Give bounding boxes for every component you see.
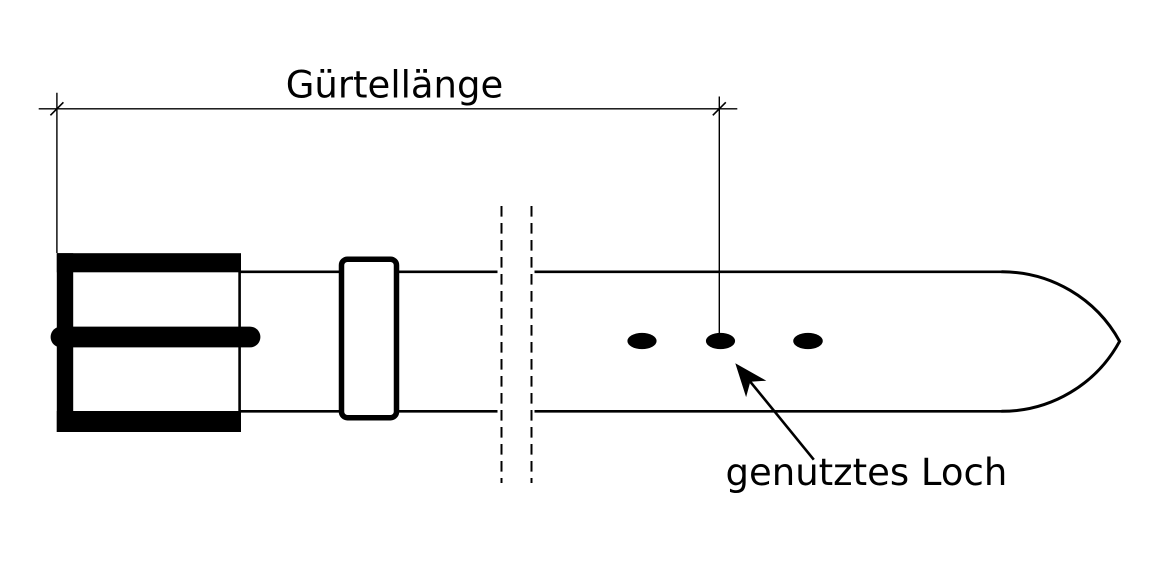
belt-hole-2-used	[705, 332, 736, 350]
buckle-frame-top-bar	[56, 253, 241, 273]
belt-holes	[627, 332, 823, 350]
strap-pointed-tip	[1001, 270, 1122, 413]
dimension-group	[38, 92, 738, 334]
buckle-frame-bottom-bar	[56, 411, 241, 432]
annotation-arrowhead	[735, 363, 767, 398]
dimension-tick-left	[49, 101, 64, 116]
break-marks	[500, 206, 533, 483]
dimension-tick-right	[712, 101, 727, 116]
annotation-arrow	[735, 363, 815, 461]
buckle	[50, 253, 261, 432]
belt-hole-3	[793, 332, 823, 350]
belt-strap	[240, 270, 1122, 413]
annotation-arrow-shaft	[742, 373, 815, 461]
belt-loop	[338, 256, 400, 421]
belt-hole-1	[627, 332, 657, 350]
annotation-label: genutztes Loch	[726, 451, 1008, 494]
dimension-label: Gürtellänge	[286, 64, 504, 107]
